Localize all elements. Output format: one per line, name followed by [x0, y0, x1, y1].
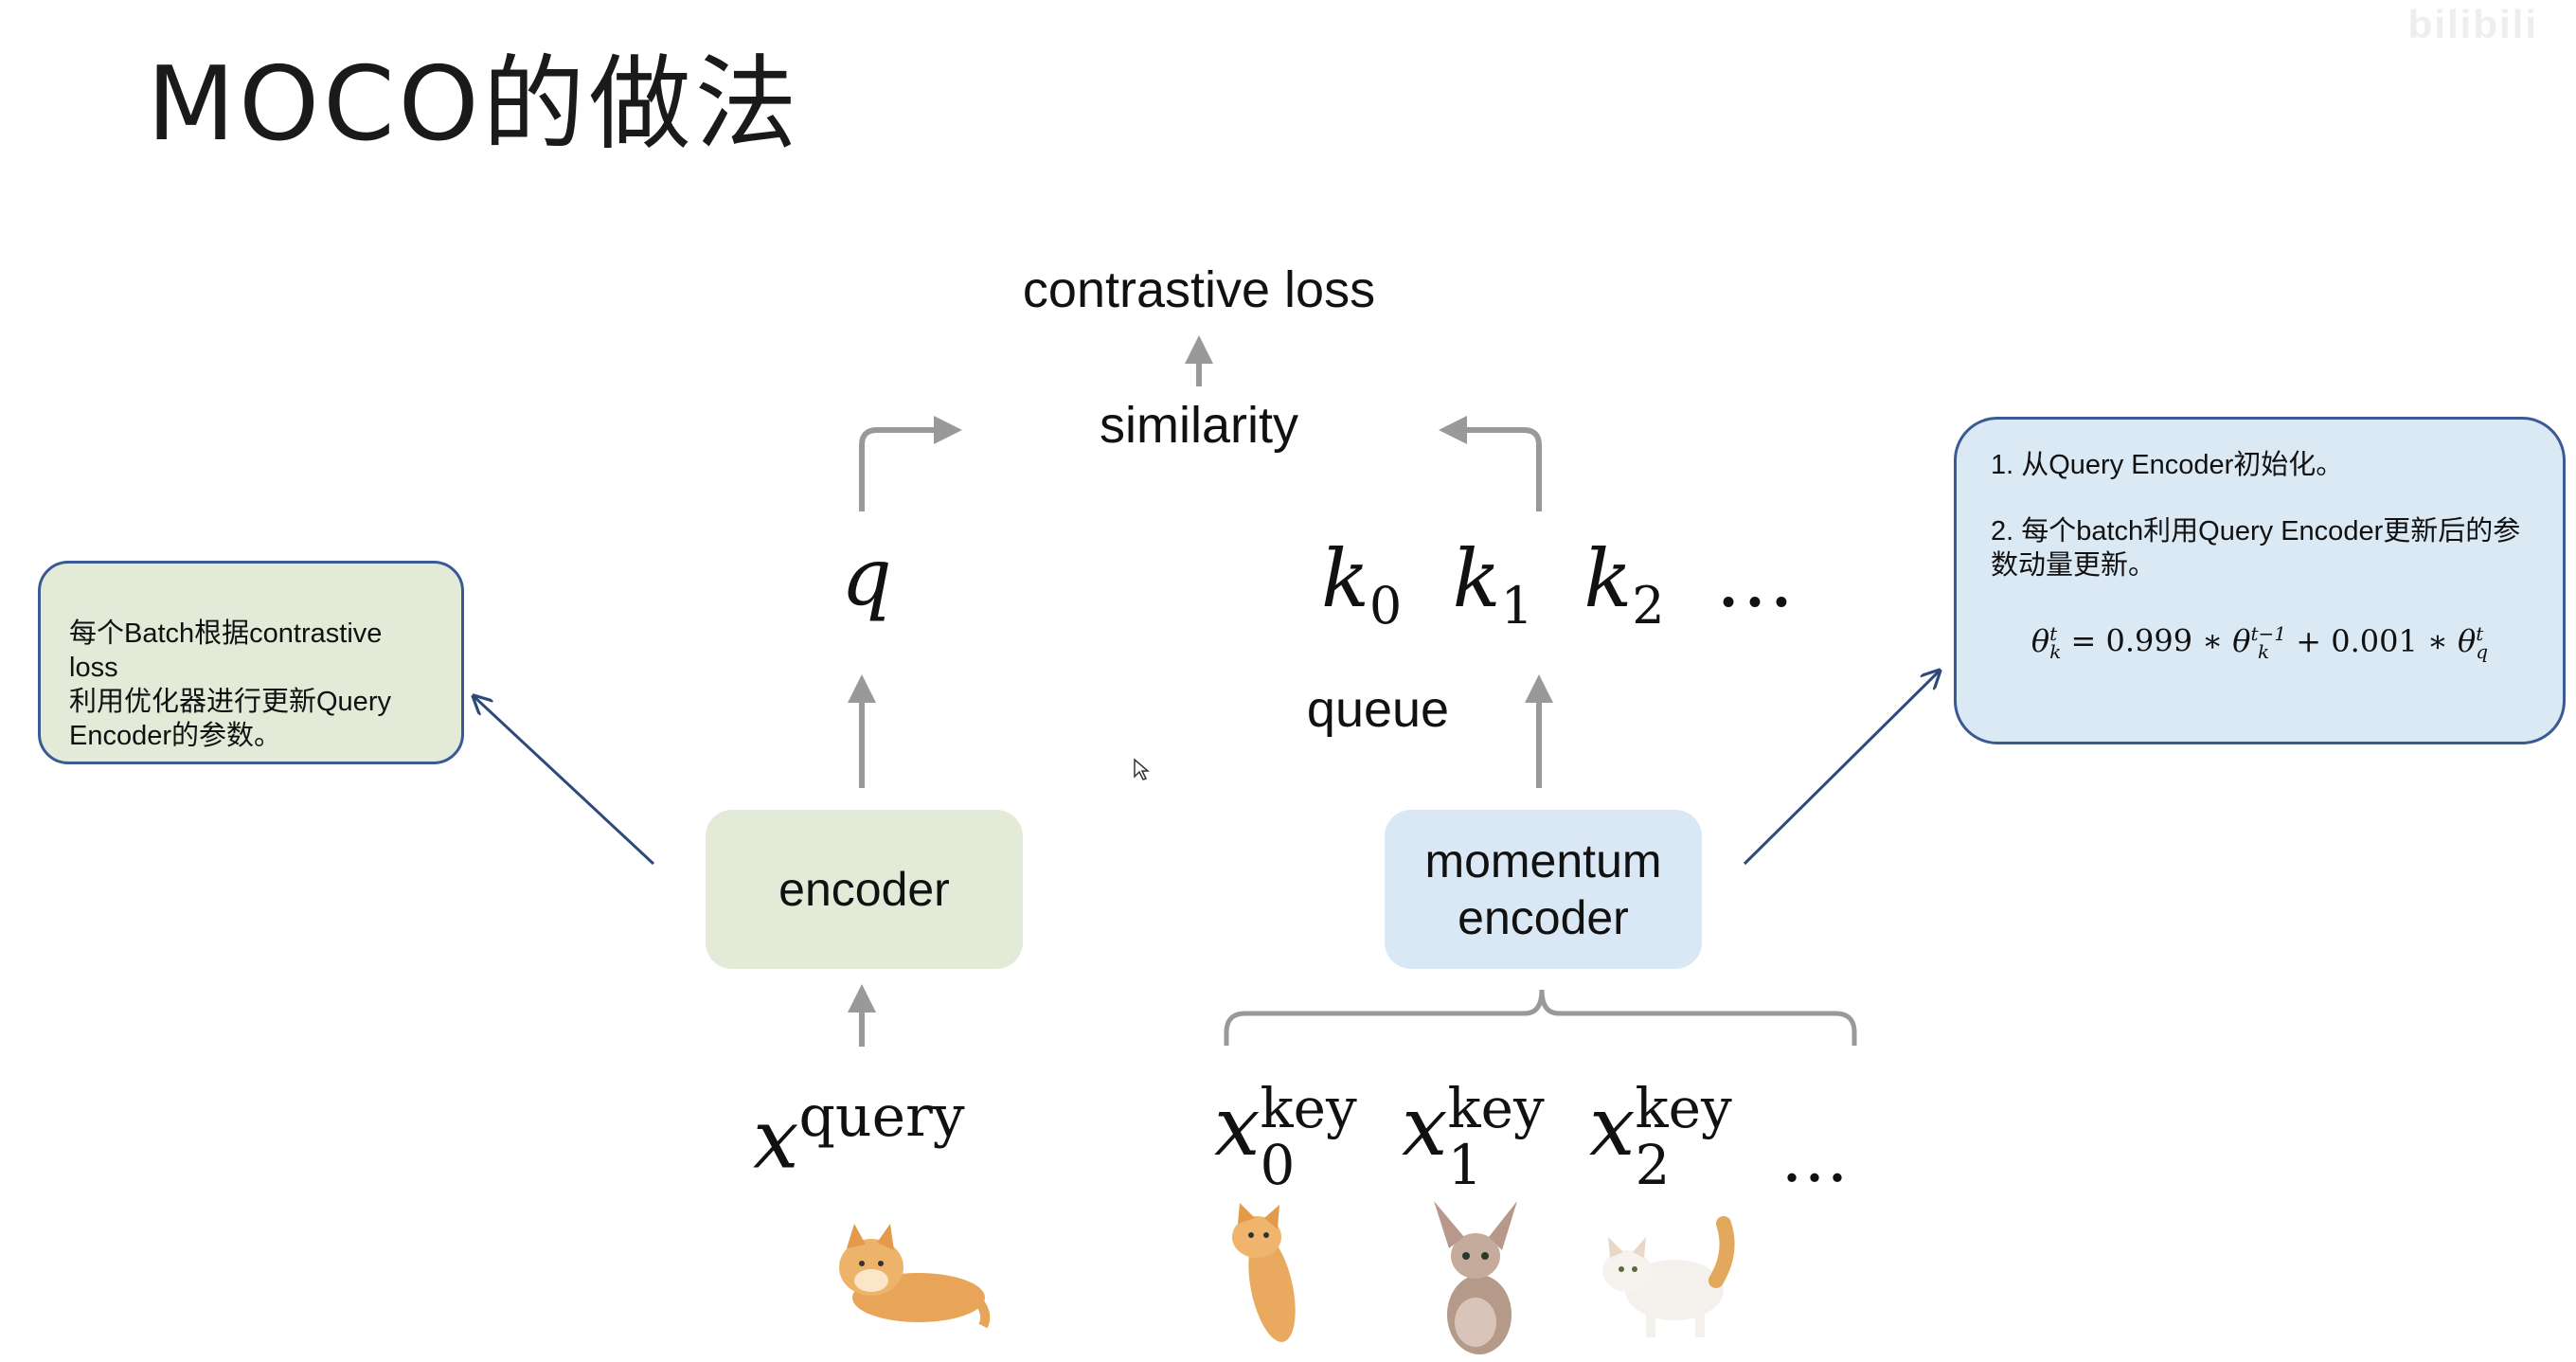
q-symbol: q	[841, 530, 892, 623]
k2-symbol: k2	[1583, 532, 1665, 636]
cat-image-key-0	[1232, 1203, 1296, 1342]
slide-title: MOCO的做法	[147, 45, 801, 164]
note-left-line2: 利用优化器进行更新Query	[69, 687, 391, 717]
similarity-label: similarity	[1100, 397, 1298, 454]
cat-image-key-2	[1602, 1216, 1735, 1337]
momentum-update-formula: θtk = 0.999 ∗ θt−1k + 0.001 ∗ θtq	[2030, 622, 2489, 664]
watermark-logo: bilibili	[2407, 2, 2538, 46]
note-left-line3: Encoder的参数。	[69, 721, 282, 751]
arrow-keys-to-similarity	[1439, 416, 1542, 511]
callout-arrow-left	[474, 696, 655, 866]
cat-image-query	[839, 1224, 991, 1329]
note-query-encoder-update: 每个Batch根据contrastive loss 利用优化器进行更新Query…	[38, 561, 464, 764]
note-right-item2-line2: 数动量更新。	[1991, 550, 2156, 581]
contrastive-loss-label: contrastive loss	[1022, 261, 1376, 318]
cat-image-key-1	[1434, 1201, 1517, 1354]
k1-symbol: k1	[1452, 532, 1533, 636]
key-queue-symbols: k0 k1 k2 …	[1321, 532, 1795, 636]
note-right-item2-line1: 2. 每个batch利用Query Encoder更新后的参	[1991, 516, 2521, 547]
k-ellipsis: …	[1715, 532, 1796, 625]
encoder-box: encoder	[706, 810, 1023, 969]
momentum-encoder-label-line1: momentum	[1424, 834, 1662, 887]
arrow-q-to-similarity	[859, 416, 962, 511]
mouse-cursor-icon	[1134, 758, 1150, 780]
callout-arrow-right	[1743, 671, 1940, 866]
x-query-symbol: xquery	[753, 1084, 965, 1188]
note-momentum-encoder-update: 1. 从Query Encoder初始化。 2. 每个batch利用Query …	[1954, 417, 2566, 744]
x-key-ellipsis: …	[1780, 1118, 1849, 1197]
encoder-label: encoder	[778, 863, 950, 916]
note-right-item1: 1. 从Query Encoder初始化。	[1991, 450, 2344, 480]
momentum-encoder-box: momentum encoder	[1385, 810, 1702, 969]
momentum-encoder-label-line2: encoder	[1458, 891, 1629, 944]
key-brace	[1224, 989, 1857, 1046]
note-left-line1: 每个Batch根据contrastive loss	[69, 618, 383, 683]
k0-symbol: k0	[1321, 532, 1403, 636]
queue-label: queue	[1306, 681, 1450, 738]
